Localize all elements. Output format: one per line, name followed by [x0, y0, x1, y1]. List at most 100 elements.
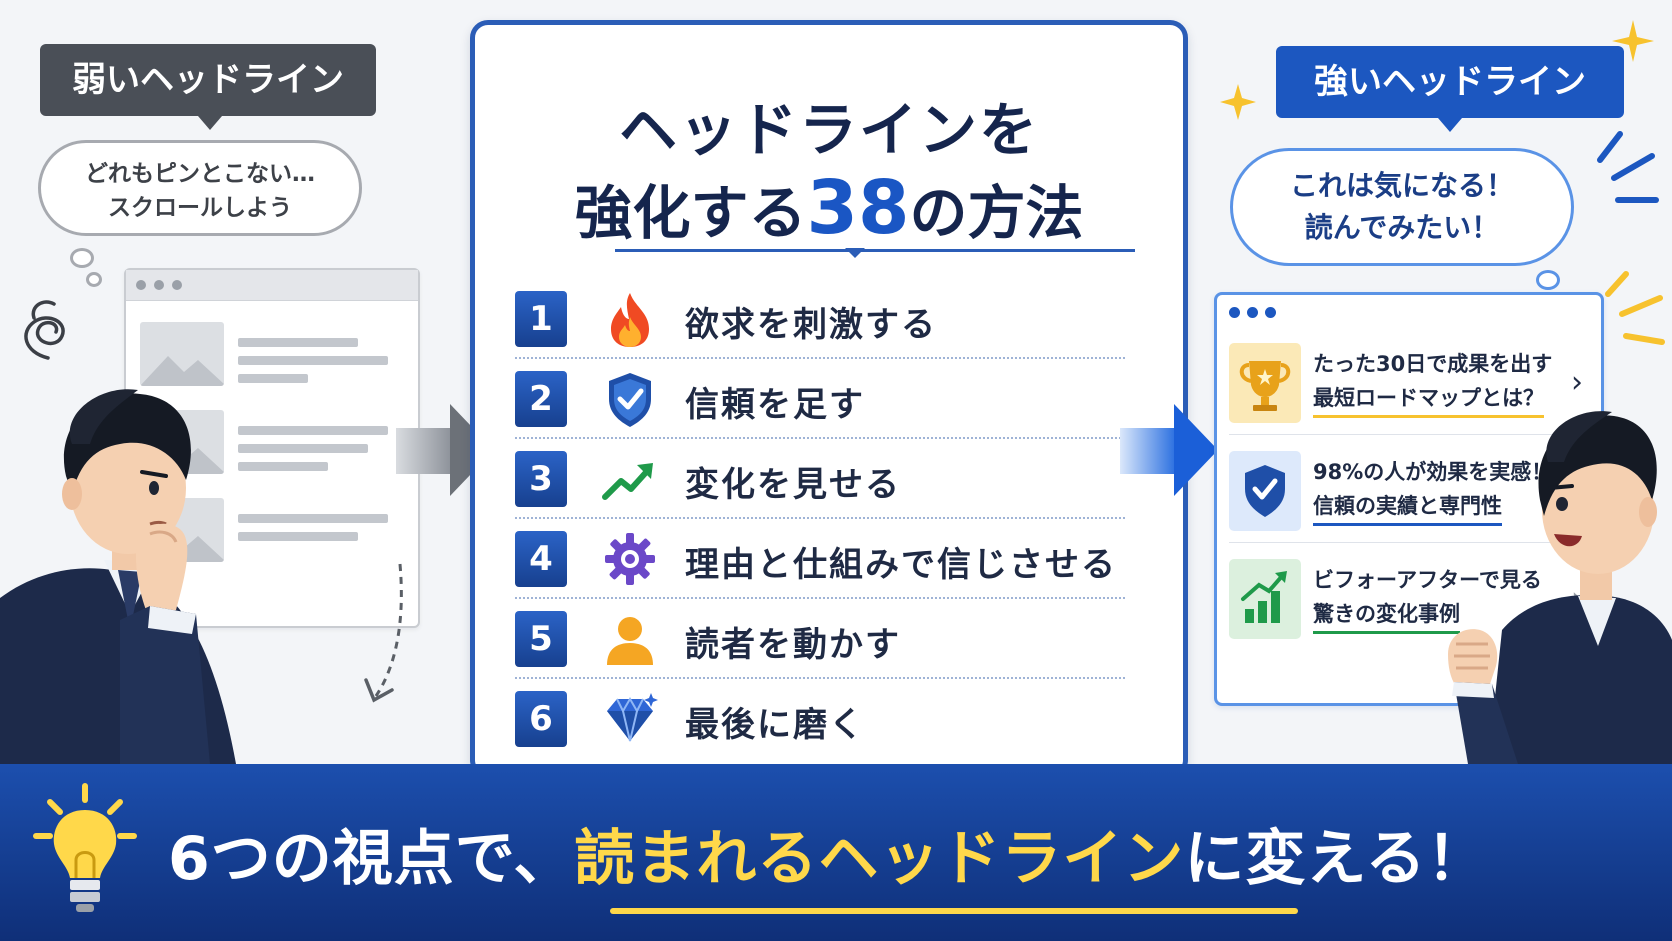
- text-line-placeholder: [238, 532, 358, 541]
- title-prefix: 強化する: [574, 179, 807, 247]
- main-panel: ヘッドラインを 強化する38の方法 1 欲求を刺激する 2 信頼を足す 3 変化…: [470, 20, 1188, 778]
- weak-headline-label: 弱いヘッドライン: [40, 44, 376, 130]
- sparkle-icon: [1612, 20, 1654, 62]
- divider: [515, 437, 1125, 439]
- banner-message: 6つの視点で、読まれるヘッドラインに変える！: [168, 810, 1488, 897]
- sparkle-icon: [1220, 84, 1256, 120]
- card-icon-box: [1229, 559, 1301, 639]
- arrow-shaft: [1120, 428, 1176, 474]
- strong-headline-label-text: 強いヘッドライン: [1314, 62, 1586, 102]
- card-line2: 驚きの変化事例: [1313, 597, 1460, 634]
- window-dot: [1229, 307, 1240, 318]
- window-dot: [154, 280, 164, 290]
- thought-dot: [86, 272, 102, 287]
- card-line2: 最短ロードマップとは？: [1313, 381, 1544, 418]
- browser-titlebar: [126, 270, 418, 301]
- window-dot: [1247, 307, 1258, 318]
- headline-card[interactable]: 98%の人が効果を実感！ 信頼の実績と専門性: [1229, 439, 1587, 543]
- title-underline: [615, 248, 1135, 258]
- item-number-badge: 4: [515, 531, 567, 587]
- weak-headline-label-text: 弱いヘッドライン: [72, 60, 344, 100]
- card-text: 98%の人が効果を実感！ 信頼の実績と専門性: [1313, 455, 1552, 526]
- card-line1: たった30日で成果を出す: [1313, 352, 1553, 376]
- scroll-down-arrow-icon: [364, 563, 403, 703]
- item-number-badge: 2: [515, 371, 567, 427]
- emphasis-lines-icon: [1605, 271, 1665, 345]
- gear-icon: [605, 533, 655, 585]
- diamond-icon: [607, 693, 658, 742]
- title-line2: 強化する38の方法: [475, 165, 1183, 251]
- weak-thought-bubble: どれもピンとこない… スクロールしよう: [38, 140, 362, 236]
- trend-up-icon: [602, 463, 653, 500]
- strong-thought-line1: これは気になる！: [1289, 169, 1514, 202]
- card-text: たった30日で成果を出す 最短ロードマップとは？: [1313, 347, 1552, 418]
- shield-check-icon: [609, 373, 651, 427]
- title-suffix: の方法: [909, 179, 1084, 247]
- card-line1: ビフォーアフターで見る: [1313, 568, 1542, 592]
- image-placeholder: [140, 322, 224, 386]
- list-item: 4 理由と仕組みで信じさせる: [515, 519, 1125, 599]
- list-item: 1 欲求を刺激する: [515, 279, 1125, 359]
- list-item: 5 読者を動かす: [515, 599, 1125, 679]
- shield-check-icon: [1245, 465, 1285, 517]
- item-text: 読者を動かす: [685, 625, 901, 665]
- text-line-placeholder: [238, 374, 308, 383]
- item-text: 変化を見せる: [685, 465, 901, 505]
- confusion-scribble-icon: [24, 300, 65, 360]
- divider: [515, 357, 1125, 359]
- window-dot: [1265, 307, 1276, 318]
- card-line2: 信頼の実績と専門性: [1313, 489, 1502, 526]
- strong-thought-line2: 読んでみたい！: [1304, 211, 1500, 244]
- text-line-placeholder: [238, 462, 328, 471]
- item-text: 欲求を刺激する: [685, 305, 937, 345]
- item-number-badge: 6: [515, 691, 567, 747]
- item-text: 信頼を足す: [685, 385, 865, 425]
- divider: [515, 517, 1125, 519]
- emphasis-lines-icon: [1597, 131, 1659, 203]
- text-line-placeholder: [238, 444, 368, 453]
- title-line1: ヘッドラインを: [618, 96, 1039, 164]
- divider: [1229, 434, 1587, 435]
- browser-titlebar: [1217, 295, 1601, 329]
- headline-card[interactable]: たった30日で成果を出す 最短ロードマップとは？ ›: [1229, 331, 1587, 435]
- thought-dot: [1536, 270, 1560, 290]
- list-item: 3 変化を見せる: [515, 439, 1125, 519]
- window-dot: [136, 280, 146, 290]
- strong-thought-bubble: これは気になる！ 読んでみたい！: [1230, 148, 1574, 266]
- list-item: 6 最後に磨く: [515, 679, 1125, 759]
- text-line-placeholder: [238, 338, 358, 347]
- person-icon: [607, 617, 653, 665]
- banner-suffix: に変える！: [1184, 824, 1488, 894]
- item-number-badge: 1: [515, 291, 567, 347]
- card-text: ビフォーアフターで見る 驚きの変化事例: [1313, 563, 1542, 634]
- lightbulb-icon: [33, 783, 137, 912]
- arrow-head: [1174, 404, 1218, 496]
- divider: [1229, 542, 1587, 543]
- weak-thought-line2: スクロールしよう: [108, 195, 292, 221]
- card-line1: 98%の人が効果を実感！: [1313, 460, 1553, 484]
- chevron-right-icon: ›: [1571, 365, 1583, 400]
- item-text: 理由と仕組みで信じさせる: [685, 545, 1117, 585]
- text-line-placeholder: [238, 426, 388, 435]
- fire-icon: [611, 293, 649, 347]
- item-number-badge: 5: [515, 611, 567, 667]
- list-item: 2 信頼を足す: [515, 359, 1125, 439]
- banner-prefix: 6つの視点で、: [168, 824, 575, 894]
- item-text: 最後に磨く: [685, 705, 865, 745]
- strong-headline-label: 強いヘッドライン: [1276, 46, 1624, 132]
- banner-highlight-underline: [610, 908, 1298, 914]
- text-line-placeholder: [238, 356, 388, 365]
- window-dot: [172, 280, 182, 290]
- divider: [515, 677, 1125, 679]
- headline-card[interactable]: ビフォーアフターで見る 驚きの変化事例 ›: [1229, 547, 1587, 651]
- card-icon-box: [1229, 343, 1301, 423]
- item-number-badge: 3: [515, 451, 567, 507]
- text-line-placeholder: [238, 514, 388, 523]
- thinking-man-illustration: [0, 389, 236, 764]
- banner-highlight: 読まれるヘッドライン: [574, 824, 1185, 894]
- title-number: 38: [806, 165, 910, 251]
- divider: [515, 597, 1125, 599]
- thought-dot: [70, 248, 94, 268]
- trophy-icon: [1239, 361, 1291, 411]
- arrow-shaft: [396, 428, 452, 474]
